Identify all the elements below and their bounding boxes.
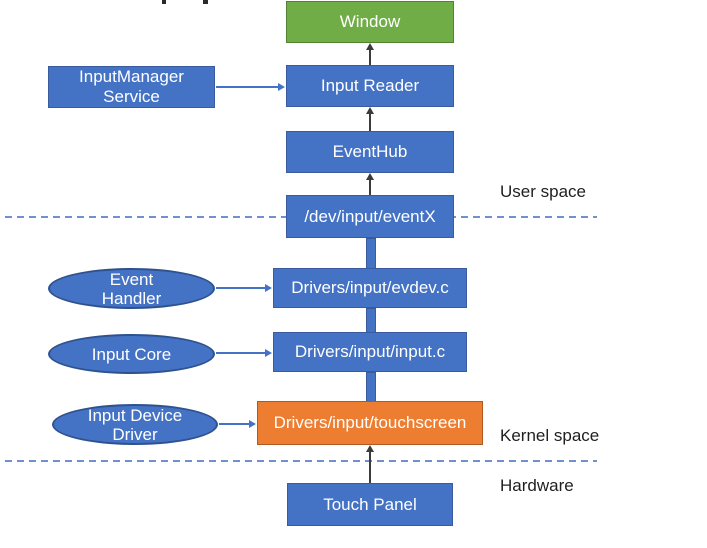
arrow-input-reader-to-window [366,43,374,65]
line-inputc-to-evdev [366,308,376,334]
arrow-eventx-to-eventhub [366,173,374,195]
node-label: Touch Panel [323,494,417,514]
arrow-event-handler-to-evdev [216,284,272,292]
node-label: Window [339,12,401,31]
arrowhead-up-icon [366,445,374,452]
node-event-handler: Event Handler [48,268,215,309]
arrow-device-driver-to-touchscreen [219,420,256,428]
node-label-line2: Handler [101,288,162,308]
line-touchscreen-to-inputc [366,372,376,403]
node-touch-panel: Touch Panel [287,483,453,526]
node-label-line1: InputManager [79,67,184,86]
zone-label-user-space: User space [500,182,586,201]
arrowhead-right-icon [278,83,285,91]
node-drivers-input: Drivers/input/input.c [273,332,467,372]
node-label: Input Core [91,344,172,364]
node-label-line1: Event [109,269,154,289]
zone-label-hardware: Hardware [500,476,574,495]
node-window: Window [286,1,454,43]
node-input-reader: Input Reader [286,65,454,107]
arrowhead-right-icon [265,284,272,292]
zone-label-kernel-space: Kernel space [500,426,600,445]
node-label: Drivers/input/touchscreen [273,413,467,432]
arrowhead-up-icon [366,107,374,114]
node-label: Drivers/input/input.c [294,342,446,361]
node-dev-input-eventx: /dev/input/eventX [286,195,454,238]
arrow-touch-panel-to-touchscreen [366,445,374,483]
arrowhead-up-icon [366,43,374,50]
node-label-line2: Service [103,87,160,106]
node-drivers-touchscreen: Drivers/input/touchscreen [257,401,483,445]
node-label: Drivers/input/evdev.c [291,278,449,297]
node-input-device-driver: Input Device Driver [52,404,218,445]
node-inputmanager-service: InputManager Service [48,66,215,108]
node-eventhub: EventHub [286,131,454,173]
node-drivers-evdev: Drivers/input/evdev.c [273,268,467,308]
node-label-line1: Input Device [87,405,183,425]
kernel-hardware-divider-line [5,460,597,462]
arrow-inputmanager-to-input-reader [216,83,285,91]
arrowhead-up-icon [366,173,374,180]
arrow-eventhub-to-input-reader [366,107,374,131]
node-input-core: Input Core [48,334,215,374]
arrowhead-right-icon [249,420,256,428]
line-evdev-to-eventx [366,238,376,270]
cropped-text-artifact [162,0,166,4]
arrow-input-core-to-inputc [216,349,272,357]
node-label: EventHub [332,142,408,161]
arrowhead-right-icon [265,349,272,357]
node-label-line2: Driver [112,424,158,444]
node-label: Input Reader [320,76,420,95]
cropped-text-artifact [203,0,208,4]
node-label: /dev/input/eventX [304,206,436,226]
